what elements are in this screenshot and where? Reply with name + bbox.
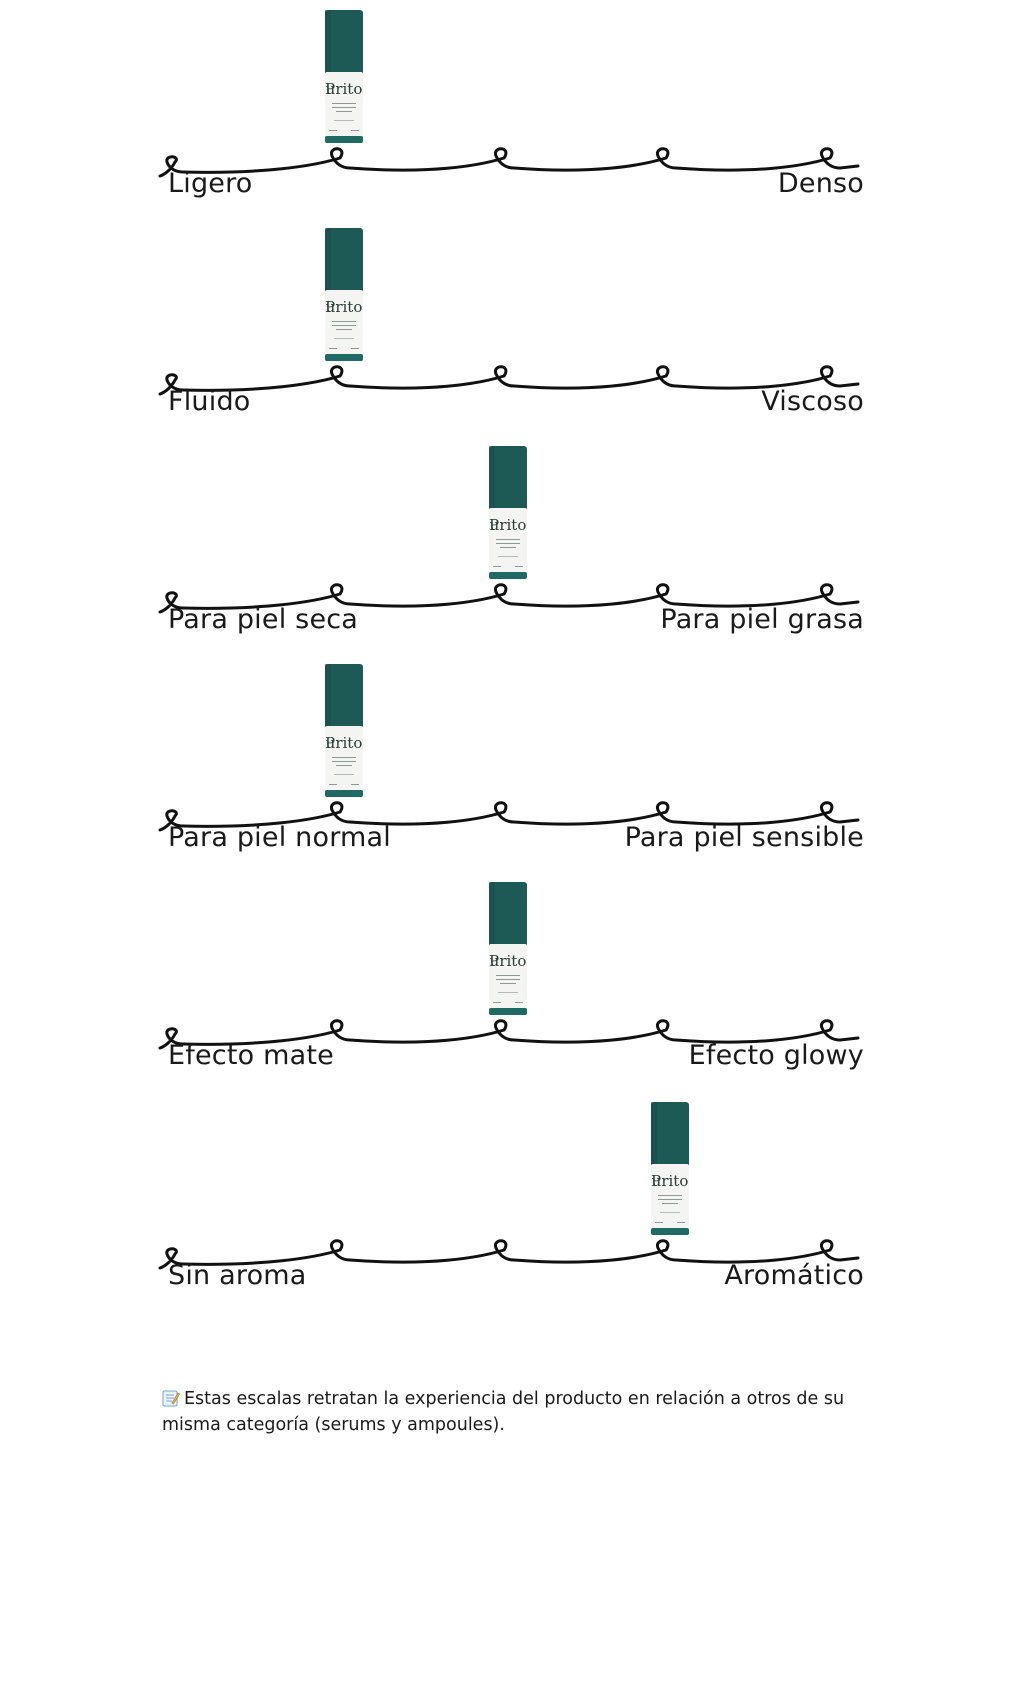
- svg-text:urito: urito: [490, 952, 527, 970]
- scale-left-label: Sin aroma: [168, 1260, 307, 1291]
- product-bottle-marker: urito P: [486, 444, 530, 582]
- scale-left-label: Para piel normal: [168, 822, 391, 853]
- scale-right-label: Aromático: [724, 1260, 864, 1291]
- scale-right-label: Para piel sensible: [624, 822, 864, 853]
- scale-row: urito P Efecto mate Efecto glowy: [0, 880, 1024, 1080]
- scale-row: urito P Para piel normal Para piel sensib…: [0, 662, 1024, 862]
- scale-left-label: Para piel seca: [168, 604, 359, 635]
- svg-text:P: P: [325, 298, 335, 316]
- scale-left-label: Efecto mate: [168, 1040, 334, 1071]
- scale-rope: [158, 583, 860, 614]
- product-bottle-marker: urito P: [322, 8, 366, 146]
- scale-rope-line: [158, 1239, 860, 1270]
- svg-text:P: P: [489, 516, 499, 534]
- scale-row: urito P Para piel seca Para piel grasa: [0, 444, 1024, 644]
- scale-rope: [158, 147, 860, 178]
- scale-left-label: Fluido: [168, 386, 251, 417]
- svg-text:urito: urito: [490, 516, 527, 534]
- note: Estas escalas retratan la experiencia de…: [162, 1386, 882, 1438]
- svg-text:urito: urito: [326, 298, 363, 316]
- svg-text:P: P: [651, 1172, 661, 1190]
- svg-text:P: P: [489, 952, 499, 970]
- scale-rope: [158, 365, 860, 396]
- svg-text:P: P: [325, 80, 335, 98]
- scale-row: urito P Sin aroma Aromático: [0, 1100, 1024, 1300]
- scale-rope: [158, 801, 860, 832]
- scale-rope-line: [158, 1019, 860, 1050]
- scale-right-label: Efecto glowy: [688, 1040, 864, 1071]
- product-bottle-marker: urito P: [486, 880, 530, 1018]
- product-bottle-marker: urito P: [322, 662, 366, 800]
- scale-right-label: Denso: [777, 168, 864, 199]
- scale-rope: [158, 1239, 860, 1270]
- product-bottle-marker: urito P: [322, 226, 366, 364]
- svg-text:urito: urito: [326, 80, 363, 98]
- scale-row: urito P Fluido Viscoso: [0, 226, 1024, 426]
- scale-rope-line: [158, 365, 860, 396]
- scale-right-label: Para piel grasa: [660, 604, 864, 635]
- svg-text:urito: urito: [652, 1172, 689, 1190]
- scale-rope-line: [158, 147, 860, 178]
- scale-row: urito P Ligero Denso: [0, 8, 1024, 208]
- note-text: Estas escalas retratan la experiencia de…: [162, 1389, 845, 1435]
- product-bottle-marker: urito P: [648, 1100, 692, 1238]
- scale-left-label: Ligero: [168, 168, 253, 199]
- scale-rope-line: [158, 583, 860, 614]
- scale-right-label: Viscoso: [761, 386, 864, 417]
- scale-rope-line: [158, 801, 860, 832]
- memo-icon: [162, 1389, 180, 1407]
- scale-rope: [158, 1019, 860, 1050]
- svg-text:P: P: [325, 734, 335, 752]
- svg-text:urito: urito: [326, 734, 363, 752]
